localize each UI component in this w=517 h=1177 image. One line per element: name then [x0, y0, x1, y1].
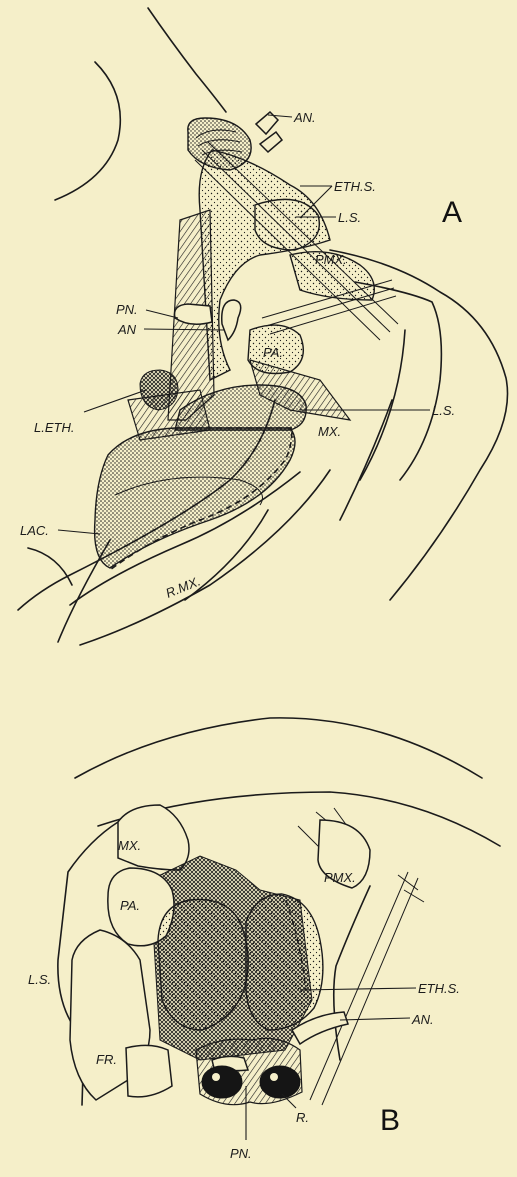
- nostril-left: [202, 1066, 242, 1098]
- orbit-contour: [55, 62, 120, 200]
- nostril-highlight-right: [270, 1073, 278, 1081]
- pn-knob: [175, 304, 212, 324]
- skull-arc: [75, 718, 482, 778]
- panel-b: MX. PA. PMX. L.S. ETH.S. AN. FR. R. B PN…: [28, 718, 500, 1161]
- leader-lac: [58, 530, 100, 534]
- an-tube-mid: [222, 300, 241, 340]
- label-an-mid: AN: [117, 322, 137, 337]
- label-r-b: R.: [296, 1110, 309, 1125]
- lateral-sinus-upper: [255, 199, 319, 250]
- label-an-b: AN.: [411, 1012, 434, 1027]
- fr-plate: [126, 1045, 172, 1096]
- label-mx-b: MX.: [118, 838, 141, 853]
- label-l-s-mid: L.S.: [432, 403, 455, 418]
- left-curve: [28, 548, 72, 585]
- an-tube-top-2: [260, 132, 282, 152]
- panel-a-letter: A: [442, 196, 462, 229]
- label-mx-a: MX.: [318, 424, 341, 439]
- ethmoid-sinus-right: [246, 894, 323, 1030]
- label-eth-s-b: ETH.S.: [418, 981, 460, 996]
- leader-an-b: [340, 1018, 410, 1020]
- label-pa-b: PA.: [120, 898, 140, 913]
- panel-a: AN. ETH.S. L.S. A PMX. PN. AN PA. L.S. L…: [18, 8, 508, 645]
- label-fr-b: FR.: [96, 1052, 117, 1067]
- label-an-top: AN.: [293, 110, 316, 125]
- label-pn-b: PN.: [230, 1146, 252, 1161]
- label-eth-s: ETH.S.: [334, 179, 376, 194]
- nostril-highlight-left: [212, 1073, 220, 1081]
- label-pmx-a: PMX.: [315, 252, 347, 267]
- forehead-contour: [148, 8, 226, 112]
- label-pa-a: PA.: [263, 345, 283, 360]
- label-l-s-top: L.S.: [338, 210, 361, 225]
- leader-pn-a: [146, 310, 178, 318]
- label-r-mx: R.MX.: [164, 573, 203, 600]
- label-pmx-b: PMX.: [324, 870, 356, 885]
- snout-outer-contour: [330, 250, 508, 600]
- panel-b-letter: B: [380, 1104, 400, 1137]
- label-l-s-b: L.S.: [28, 972, 51, 987]
- label-pn-a: PN.: [116, 302, 138, 317]
- label-lac: LAC.: [20, 523, 49, 538]
- cheek-line-2: [360, 330, 405, 480]
- nostril-right: [260, 1066, 300, 1098]
- label-l-eth: L.ETH.: [34, 420, 74, 435]
